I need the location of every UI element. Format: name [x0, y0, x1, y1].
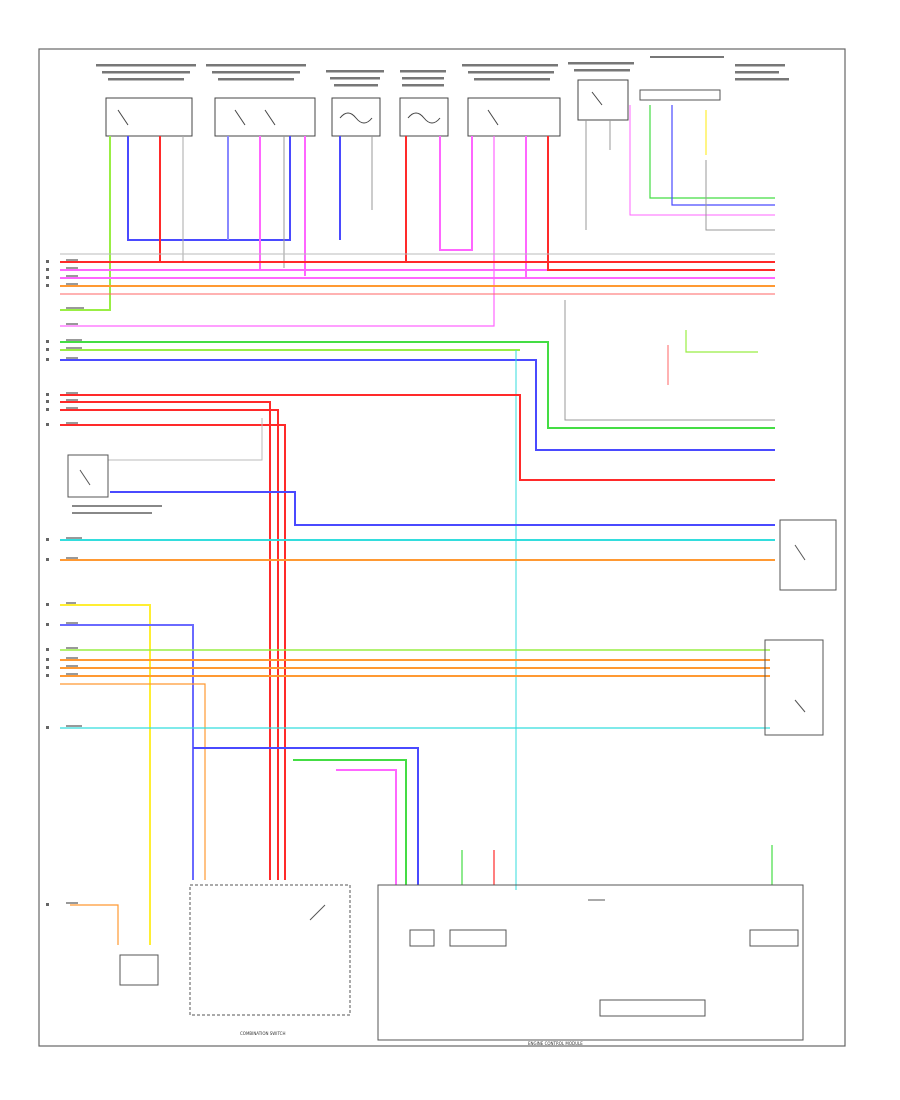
ecm-box	[377, 884, 804, 1041]
wire-blue-1	[127, 136, 291, 241]
wire-red-5	[547, 136, 775, 271]
wire-green-1	[60, 136, 111, 311]
wire-gray-box	[108, 418, 263, 461]
relay-box-6	[577, 79, 629, 121]
wire-orange-sensor	[70, 904, 119, 945]
wire-pink-ecm	[336, 769, 397, 885]
wire-blue-ecm	[193, 747, 419, 885]
top-component-labels	[96, 56, 789, 87]
relay-box-5	[467, 97, 561, 137]
combination-switch-label: COMBINATION SWITCH	[240, 1031, 285, 1036]
wire-green-r1	[649, 105, 775, 199]
left-mid-component	[67, 454, 162, 514]
wire-gray-r3	[564, 300, 775, 421]
bus-blue-3	[110, 491, 775, 526]
switch-box-4	[399, 97, 449, 137]
wire-orange-drop	[60, 683, 206, 880]
relay-box-2	[214, 97, 316, 137]
wire-tags-left	[66, 259, 84, 904]
bus-red-4	[60, 401, 271, 880]
wires	[60, 105, 775, 945]
wire-yellow-long	[60, 604, 151, 900]
right-connector-lower	[779, 519, 837, 591]
wire-pink-2	[60, 136, 775, 271]
ecm-label: ENGINE CONTROL MODULE	[528, 1041, 583, 1046]
right-components	[639, 89, 837, 736]
wire-blue-long	[60, 624, 194, 880]
wire-pink-5	[60, 136, 495, 327]
bus-red-5	[60, 409, 279, 880]
wire-green-ecm	[293, 759, 407, 885]
right-connector-top	[639, 89, 721, 101]
diagram-border	[38, 48, 846, 1047]
bus-red-3	[60, 394, 775, 481]
wire-pink-r1	[629, 105, 775, 216]
relay-box-1	[105, 97, 193, 137]
bus-red-6	[60, 424, 286, 880]
right-sensor-box	[764, 639, 824, 736]
top-components	[105, 79, 629, 137]
wire-pink-4	[439, 136, 473, 251]
bus-blue-2	[60, 359, 775, 451]
switch-box-3	[331, 97, 381, 137]
bus-green-2	[60, 341, 775, 429]
pin-labels-left	[46, 260, 49, 906]
wire-blue-r1	[671, 105, 775, 206]
combination-switch-box	[119, 884, 351, 1016]
wire-green-r2	[685, 330, 758, 353]
wire-gray-r1	[705, 160, 775, 231]
